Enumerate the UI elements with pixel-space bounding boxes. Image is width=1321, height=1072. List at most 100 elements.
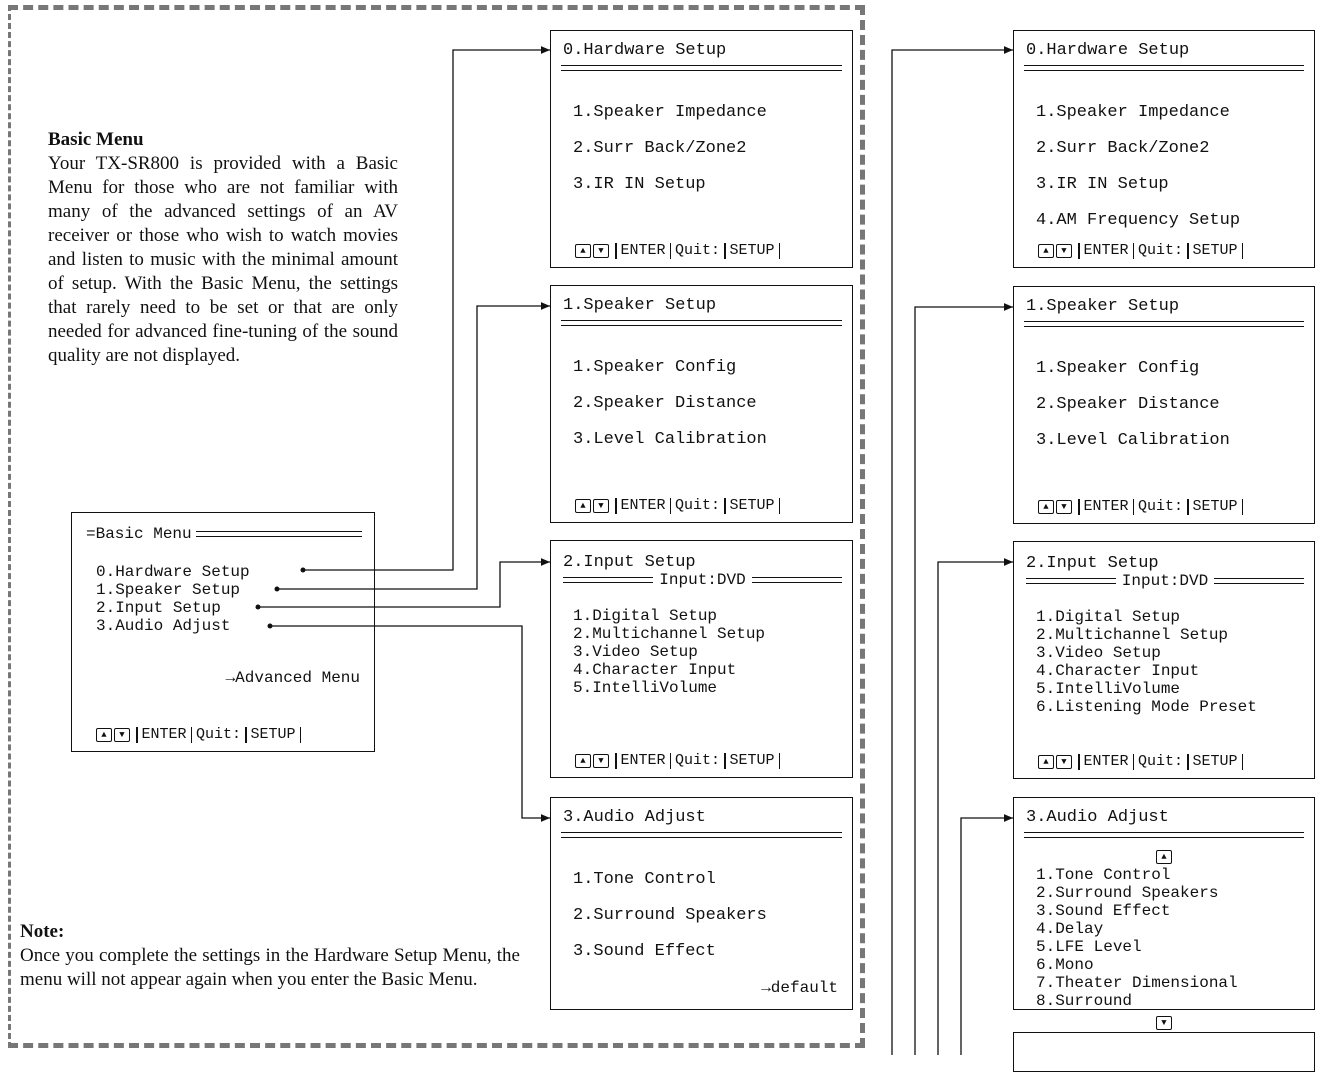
- menu-item[interactable]: 1.Digital Setup: [573, 607, 718, 625]
- footer-separator: [1132, 242, 1135, 259]
- connector-input: [258, 558, 550, 608]
- basic-menu-heading: Basic Menu: [48, 129, 144, 150]
- menu-item[interactable]: 3.Level Calibration: [573, 430, 767, 449]
- title-rule: [561, 65, 842, 71]
- footer-enter: ENTER: [141, 726, 187, 743]
- footer-separator: [778, 752, 781, 769]
- menu-item[interactable]: 4.Character Input: [1036, 662, 1200, 680]
- up-arrow-key-icon: ▲: [575, 753, 591, 768]
- advanced-speaker-setup-screen: 1.Speaker Setup 1.Speaker Config 2.Speak…: [1013, 286, 1315, 524]
- connector-adv-speaker: [914, 303, 1013, 1055]
- menu-item[interactable]: 6.Mono: [1036, 956, 1094, 974]
- footer-quit: Quit:: [675, 752, 721, 769]
- menu-item[interactable]: 3.Video Setup: [1036, 644, 1161, 662]
- menu-item[interactable]: 5.IntelliVolume: [573, 679, 718, 697]
- subtitle-row: Input:DVD: [1026, 572, 1305, 590]
- connector-dot: [255, 604, 261, 610]
- menu-item[interactable]: 1.Tone Control: [1036, 866, 1171, 884]
- menu-item[interactable]: 5.IntelliVolume: [1036, 680, 1181, 698]
- menu-item[interactable]: 3.IR IN Setup: [573, 175, 706, 194]
- screen-title: 2.Input Setup: [563, 553, 696, 572]
- basic-input-setup-screen: 2.Input Setup Input:DVD 1.Digital Setup …: [550, 540, 853, 778]
- footer-separator: [1078, 242, 1080, 259]
- menu-item[interactable]: 2.Surr Back/Zone2: [573, 139, 747, 158]
- menu-item[interactable]: 8.Surround: [1036, 992, 1133, 1010]
- input-source-label: Input:DVD: [659, 571, 746, 589]
- default-link[interactable]: →default: [761, 979, 838, 997]
- footer-separator: [1187, 242, 1189, 259]
- menu-item-audio-adjust[interactable]: 3.Audio Adjust: [96, 617, 231, 635]
- menu-item[interactable]: 4.AM Frequency Setup: [1036, 211, 1241, 230]
- footer-separator: [724, 752, 726, 769]
- down-arrow-key-icon: ▼: [1056, 499, 1072, 514]
- screen-title: 1.Speaker Setup: [1026, 297, 1180, 316]
- nav-footer: ▲▼ ENTER Quit: SETUP: [575, 752, 784, 769]
- nav-footer: ▲▼ ENTER Quit: SETUP: [1038, 498, 1247, 515]
- connector-adv-hardware: [891, 46, 1013, 1055]
- footer-quit: Quit:: [675, 242, 721, 259]
- footer-setup: SETUP: [729, 242, 775, 259]
- menu-item[interactable]: 6.Listening Mode Preset: [1036, 698, 1257, 716]
- menu-item[interactable]: 2.Speaker Distance: [1036, 395, 1220, 414]
- footer-separator: [615, 242, 617, 259]
- menu-item-speaker-setup[interactable]: 1.Speaker Setup: [96, 581, 241, 599]
- title-rule: [561, 832, 842, 838]
- footer-quit: Quit:: [1138, 498, 1184, 515]
- menu-item[interactable]: 2.Surround Speakers: [1036, 884, 1219, 902]
- nav-footer: ▲▼ ENTER Quit: SETUP: [1038, 242, 1247, 259]
- menu-item[interactable]: 4.Character Input: [573, 661, 737, 679]
- screen-items: 1.Digital Setup 2.Multichannel Setup 3.V…: [1036, 608, 1257, 716]
- footer-setup: SETUP: [250, 726, 296, 743]
- scroll-down-icon[interactable]: ▼: [1156, 1016, 1172, 1030]
- footer-setup: SETUP: [1192, 242, 1238, 259]
- footer-enter: ENTER: [1083, 753, 1129, 770]
- menu-item-hardware-setup[interactable]: 0.Hardware Setup: [96, 563, 250, 581]
- menu-item[interactable]: 4.Delay: [1036, 920, 1104, 938]
- basic-speaker-setup-screen: 1.Speaker Setup 1.Speaker Config 2.Speak…: [550, 285, 853, 523]
- footer-enter: ENTER: [1083, 242, 1129, 259]
- footer-enter: ENTER: [1083, 498, 1129, 515]
- screen-items: 1.Speaker Impedance 2.Surr Back/Zone2 3.…: [573, 95, 767, 203]
- footer-enter: ENTER: [620, 752, 666, 769]
- menu-item[interactable]: 2.Multichannel Setup: [1036, 626, 1229, 644]
- scroll-up-icon[interactable]: ▲: [1156, 850, 1172, 864]
- menu-item[interactable]: 1.Speaker Impedance: [573, 103, 767, 122]
- advanced-hardware-setup-screen: 0.Hardware Setup 1.Speaker Impedance 2.S…: [1013, 30, 1315, 268]
- menu-item-input-setup[interactable]: 2.Input Setup: [96, 599, 221, 617]
- menu-item[interactable]: 3.Sound Effect: [573, 942, 716, 961]
- footer-setup: SETUP: [729, 752, 775, 769]
- menu-item[interactable]: 3.Sound Effect: [1036, 902, 1171, 920]
- title-rule: [1026, 578, 1116, 584]
- menu-item[interactable]: 3.Level Calibration: [1036, 431, 1230, 450]
- menu-item[interactable]: 2.Speaker Distance: [573, 394, 757, 413]
- menu-item[interactable]: 1.Speaker Impedance: [1036, 103, 1230, 122]
- basic-menu-title: =Basic Menu: [86, 525, 192, 543]
- menu-item[interactable]: 1.Speaker Config: [1036, 359, 1200, 378]
- menu-item[interactable]: 7.Theater Dimensional: [1036, 974, 1238, 992]
- menu-item[interactable]: 1.Speaker Config: [573, 358, 737, 377]
- menu-item[interactable]: 1.Tone Control: [573, 870, 716, 889]
- menu-item[interactable]: 2.Surround Speakers: [573, 906, 767, 925]
- footer-quit: Quit:: [1138, 242, 1184, 259]
- down-arrow-key-icon: ▼: [593, 753, 609, 768]
- menu-item[interactable]: 5.LFE Level: [1036, 938, 1142, 956]
- screen-items: 1.Tone Control 2.Surround Speakers 3.Sou…: [1036, 866, 1238, 1010]
- down-arrow-key-icon: ▼: [593, 498, 609, 513]
- connector-dot: [267, 623, 273, 629]
- menu-item[interactable]: 2.Surr Back/Zone2: [1036, 139, 1210, 158]
- down-arrow-key-icon: ▼: [1056, 243, 1072, 258]
- advanced-menu-link[interactable]: →Advanced Menu: [225, 669, 360, 687]
- footer-separator: [724, 497, 726, 514]
- menu-item[interactable]: 3.IR IN Setup: [1036, 175, 1169, 194]
- menu-item[interactable]: 2.Multichannel Setup: [573, 625, 766, 643]
- note-body: Once you complete the settings in the Ha…: [20, 945, 520, 990]
- title-rule: [1024, 832, 1304, 838]
- menu-item[interactable]: 3.Video Setup: [573, 643, 698, 661]
- menu-item[interactable]: 1.Digital Setup: [1036, 608, 1181, 626]
- title-rule: [195, 531, 362, 537]
- nav-footer: ▲▼ ENTER Quit: SETUP: [1038, 753, 1247, 770]
- title-rule: [563, 577, 654, 583]
- advanced-audio-adjust-screen: 3.Audio Adjust ▲ 1.Tone Control 2.Surrou…: [1013, 797, 1315, 1030]
- footer-separator: [190, 726, 193, 743]
- connector-dot: [274, 586, 280, 592]
